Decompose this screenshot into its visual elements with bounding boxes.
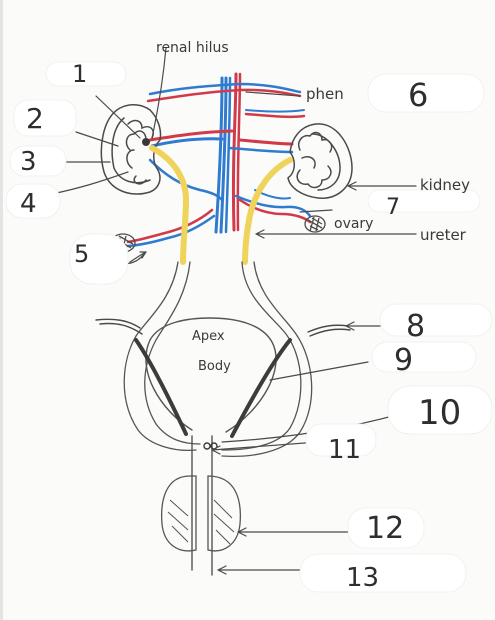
number-12: 12	[366, 511, 404, 546]
number-11: 11	[328, 435, 361, 465]
right-ovary	[304, 215, 326, 233]
kidney-label: kidney	[420, 176, 470, 194]
body-label: Body	[198, 359, 231, 374]
bladder	[95, 317, 351, 576]
number-2: 2	[26, 102, 44, 135]
correction-tape	[5, 61, 493, 593]
left-kidney	[100, 104, 162, 195]
ureter-label: ureter	[420, 226, 467, 244]
number-3: 3	[20, 147, 37, 177]
number-1: 1	[72, 60, 87, 88]
number-5: 5	[74, 240, 89, 268]
renal-vessels	[148, 129, 294, 154]
number-13: 13	[346, 563, 379, 593]
number-8: 8	[406, 309, 425, 344]
number-9: 9	[394, 343, 413, 378]
number-7: 7	[386, 195, 400, 220]
ovary-label: ovary	[334, 216, 373, 232]
paper-edge	[0, 0, 3, 620]
phen-label: phen	[306, 85, 344, 103]
great-vessels	[214, 72, 242, 234]
number-6: 6	[408, 76, 428, 114]
apex-label: Apex	[192, 329, 225, 344]
right-kidney	[287, 123, 353, 199]
gland	[160, 475, 242, 552]
ureters	[149, 145, 293, 265]
phrenic-vessels	[146, 82, 306, 119]
number-4: 4	[20, 189, 37, 219]
number-10: 10	[418, 393, 461, 433]
renal-hilus-label: renal hilus	[156, 40, 229, 56]
